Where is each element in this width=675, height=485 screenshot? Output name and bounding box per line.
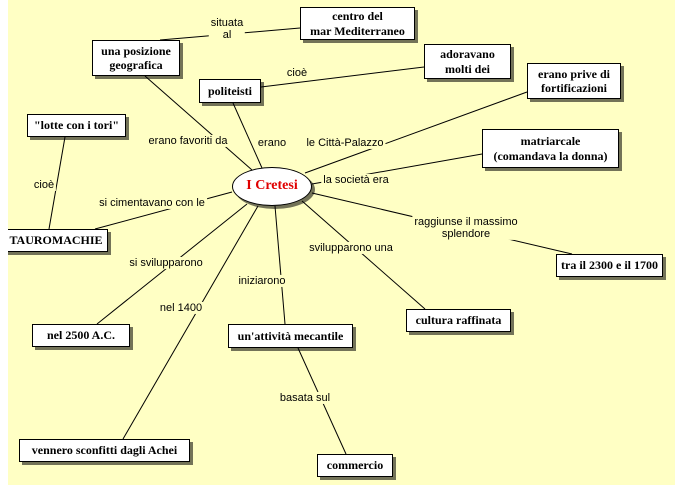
edge-line-cretesi-tauromachie [94,191,233,230]
node-lotte-con-i-tori[interactable]: "lotte con i tori" [27,114,126,137]
edge-line-politeisti-adoravano [260,66,425,88]
node-tauromachie[interactable]: TAUROMACHIE [4,229,108,252]
edge-line-cretesi-attivita [274,205,286,325]
edge-line-cretesi-politeisti [232,102,263,169]
node-nel-2500-ac[interactable]: nel 2500 A.C. [32,324,130,347]
edge-label-raggiunse[interactable]: raggiunse il massimo splendore [412,215,520,241]
edge-label-societa-era[interactable]: la società era [321,173,391,187]
edge-label-cioe-left[interactable]: cioè [31,178,57,192]
node-commercio[interactable]: commercio [317,454,393,477]
node-posizione-geografica[interactable]: una posizione geografica [92,40,180,76]
edge-line-cretesi-achei [122,205,259,440]
node-adoravano-molti-dei[interactable]: adoravano molti dei [424,44,511,79]
edge-label-erano[interactable]: erano [255,136,289,150]
node-attivita-mercantile[interactable]: un'attività mecantile [228,324,353,348]
window-left-margin [0,0,8,485]
node-politeisti[interactable]: politeisti [199,79,261,103]
node-i-cretesi[interactable]: I Cretesi [232,167,312,206]
edge-label-erano-favoriti-da[interactable]: erano favoriti da [146,134,230,148]
edge-label-nel-1400[interactable]: nel 1400 [157,301,205,315]
edge-line-lotte-tauromachie [48,136,66,230]
edge-label-iniziarono[interactable]: iniziarono [236,274,288,288]
edge-line-cretesi-posizione [144,75,253,171]
edge-label-cimentavano[interactable]: si cimentavano con le [97,196,207,210]
edge-label-cioe-top[interactable]: cioè [284,66,310,80]
node-prive-fortificazioni[interactable]: erano prive di fortificazioni [527,63,621,99]
node-tra-2300-1700[interactable]: tra il 2300 e il 1700 [556,254,663,277]
edge-label-basata-sul[interactable]: basata sul [277,391,333,405]
node-matriarcale[interactable]: matriarcale (comandava la donna) [482,129,619,168]
edge-label-citta-palazzo[interactable]: le Città-Palazzo [304,136,386,150]
edge-line-cretesi-cultura [301,200,426,310]
edge-label-si-svilupparono[interactable]: si svilupparono [127,256,205,270]
node-centro-mediterraneo[interactable]: centro del mar Mediterraneo [300,7,415,40]
edge-label-situata-al[interactable]: situata al [208,16,246,42]
edge-line-cretesi-fortificazioni [304,91,528,174]
node-cultura-raffinata[interactable]: cultura raffinata [406,309,511,332]
edge-label-svilupparono-una[interactable]: svilupparono una [307,241,395,255]
node-sconfitti-achei[interactable]: vennero sconfitti dagli Achei [19,439,190,462]
